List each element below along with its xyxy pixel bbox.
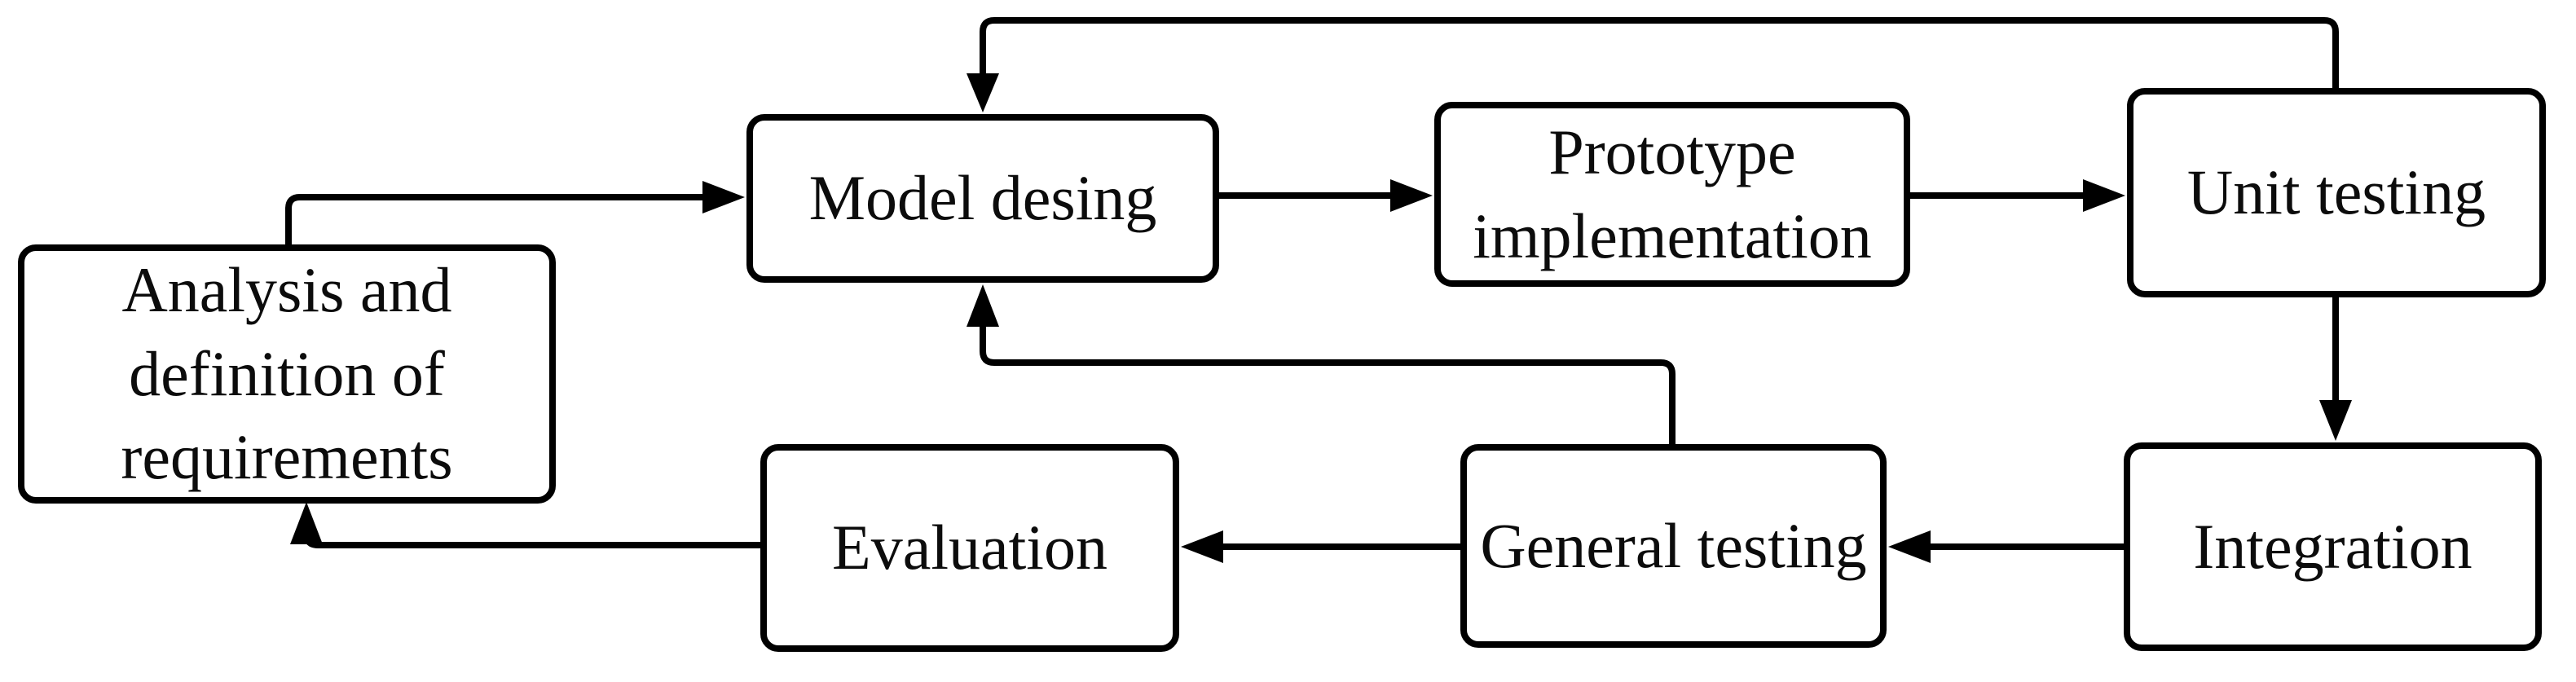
- arrowhead: [967, 73, 999, 112]
- arrowhead: [290, 502, 323, 544]
- edge-model-design-to-prototype: [1219, 179, 1433, 212]
- node-analysis: Analysis and definition of requirements: [18, 244, 556, 504]
- node-evaluation: Evaluation: [760, 444, 1179, 652]
- edge-integration-to-general-testing: [1888, 530, 2124, 563]
- arrowhead: [967, 284, 999, 327]
- edge-analysis-to-model-design: [285, 181, 745, 244]
- arrowhead: [702, 181, 745, 213]
- arrowhead: [1888, 530, 1931, 563]
- edge-prototype-to-unit-testing: [1910, 179, 2125, 212]
- edge-evaluation-to-analysis: [290, 502, 760, 548]
- node-general-testing: General testing: [1460, 444, 1887, 648]
- arrowhead: [1181, 530, 1223, 563]
- node-general-testing-label: General testing: [1480, 509, 1867, 581]
- node-unit-testing: Unit testing: [2127, 88, 2546, 297]
- edge-unit-testing-to-integration: [2319, 297, 2352, 441]
- arrowhead: [2083, 179, 2125, 212]
- node-prototype-label: Prototype implementation: [1473, 116, 1872, 271]
- node-prototype: Prototype implementation: [1434, 102, 1910, 287]
- edge-general-testing-to-evaluation: [1181, 530, 1460, 563]
- arrowhead: [1390, 179, 1433, 212]
- node-integration: Integration: [2124, 442, 2542, 651]
- node-analysis-label: Analysis and definition of requirements: [121, 253, 453, 493]
- node-model-design: Model desing: [746, 114, 1219, 283]
- arrowhead: [2319, 400, 2352, 441]
- node-unit-testing-label: Unit testing: [2186, 156, 2486, 228]
- edge-general-testing-to-model-design: [967, 284, 1676, 444]
- node-model-design-label: Model desing: [808, 162, 1157, 234]
- node-evaluation-label: Evaluation: [832, 512, 1107, 583]
- node-integration-label: Integration: [2193, 510, 2473, 582]
